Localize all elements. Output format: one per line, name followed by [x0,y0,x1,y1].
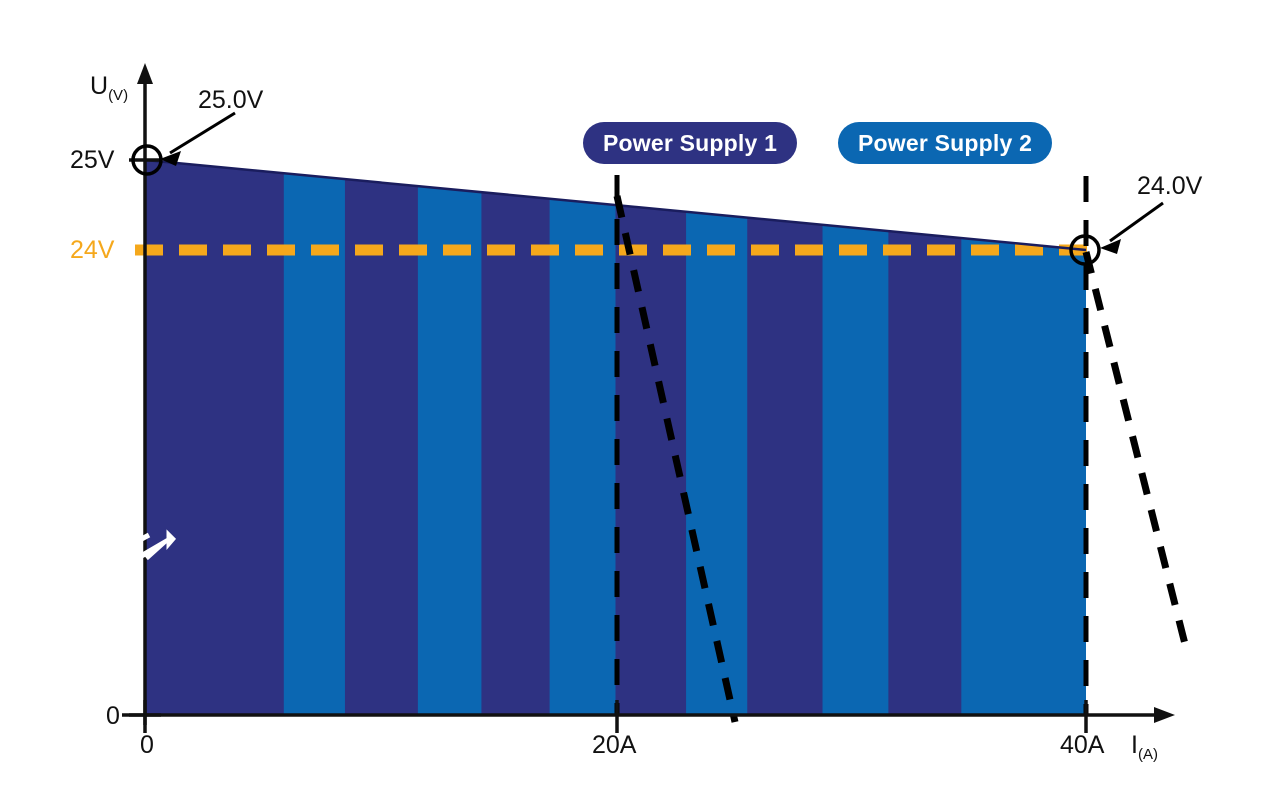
band-light-6 [961,160,1086,715]
annotation-arrow-line-24v [1109,201,1164,243]
band-light-5 [822,160,889,715]
annotation-arrow-head-25v [160,151,181,166]
x-tick-label-40a: 40A [1060,731,1105,759]
band-light-1 [283,160,346,715]
y-tick-label-24v: 24V [70,236,115,264]
band-light-2 [417,160,483,715]
band-dark-5 [747,160,824,715]
legend-label-power-supply-2: Power Supply 2 [858,129,1033,156]
legend-item-power-supply-1[interactable]: Power Supply 1 [583,122,798,164]
x-axis-title-unit: (A) [1137,746,1158,763]
x-tick-label-0: 0 [140,731,154,759]
y-axis-title: U(V) [90,72,128,104]
x-axis-arrow-icon [1154,707,1175,723]
data-point-marker-25v [131,144,163,176]
annotation-label-25v: 25.0V [198,86,264,114]
foldback-curve-supply-2 [1082,251,1190,649]
x-axis-title-main: I [1131,731,1138,759]
x-axis-title: I(A) [1131,731,1158,763]
annotation-label-24v: 24.0V [1137,172,1203,200]
foldback-curve-supply-1 [613,195,739,723]
x-tick-label-20a: 20A [592,731,637,759]
y-axis-title-unit: (V) [108,87,129,104]
annotation-arrow-head-24v [1100,239,1121,254]
band-light-3 [549,160,617,715]
data-point-marker-24v [1069,234,1101,266]
band-dark-2 [344,160,419,715]
band-dark-3 [481,160,551,715]
y-tick-label-25v: 25V [70,146,115,174]
region-pointer-arrow-icon [116,529,177,569]
annotation-arrow-line-25v [169,111,236,155]
y-axis-title-main: U [90,72,109,100]
band-dark-1 [145,160,285,715]
legend-label-power-supply-1: Power Supply 1 [603,129,778,156]
y-axis-arrow-icon [137,63,153,84]
legend-item-power-supply-2[interactable]: Power Supply 2 [838,122,1053,164]
band-light-4 [686,160,748,715]
y-tick-label-0: 0 [106,702,120,730]
